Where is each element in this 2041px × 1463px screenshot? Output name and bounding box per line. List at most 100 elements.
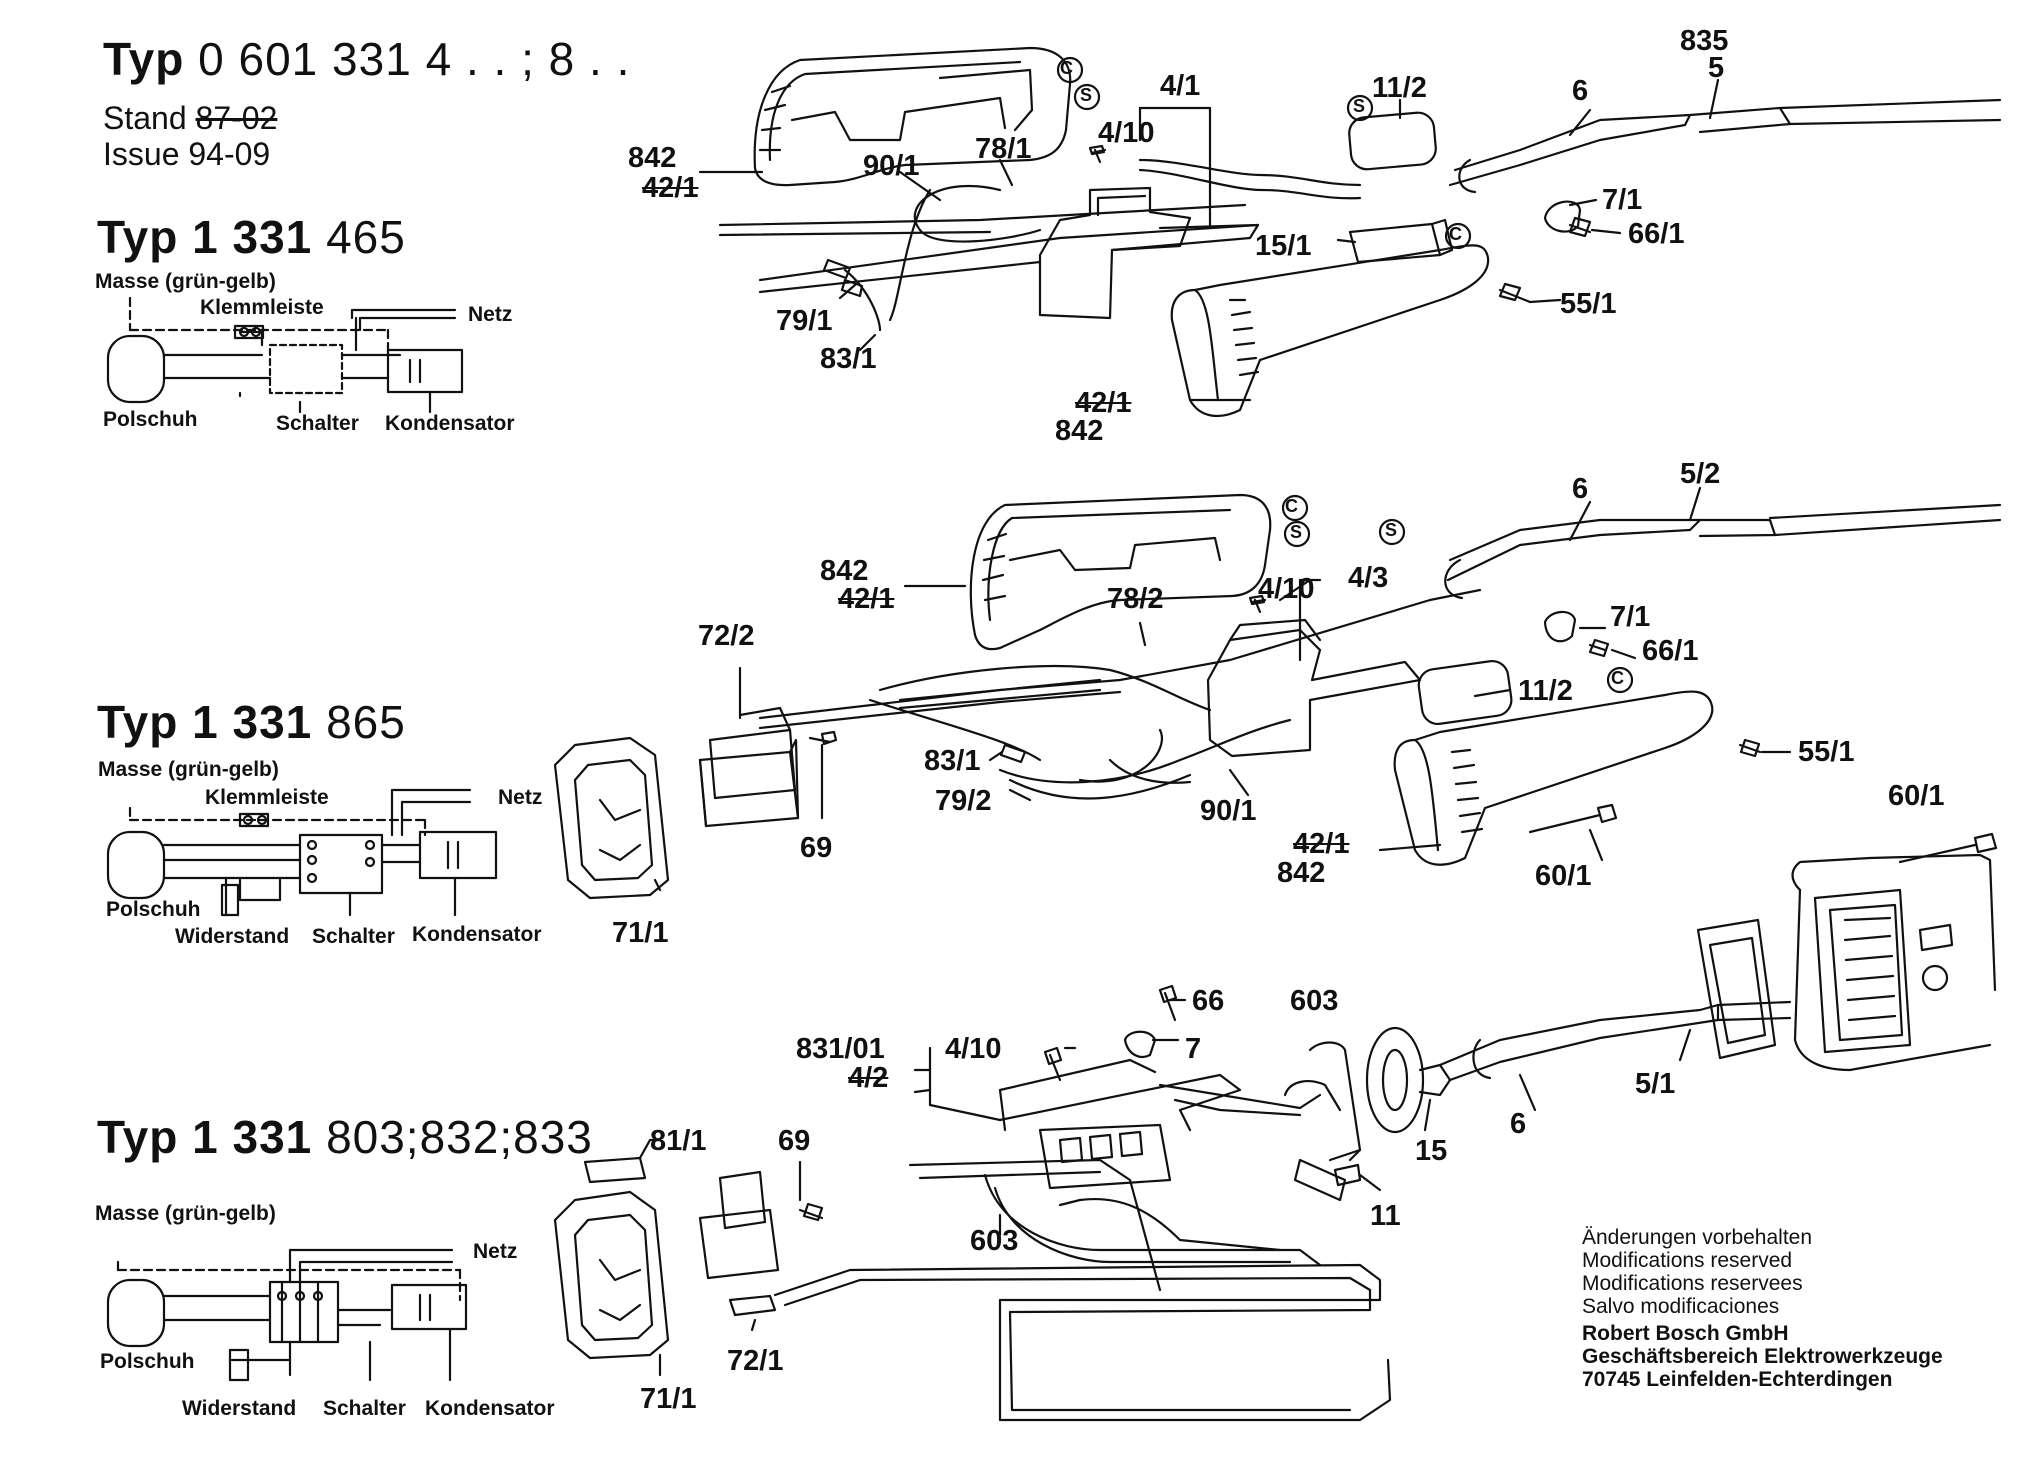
part-label: 5 <box>1708 52 1725 84</box>
part-label: 79/1 <box>776 305 833 337</box>
typ-prefix: 1 331 <box>192 696 313 748</box>
section-title-865: Typ 1 331 865 <box>97 695 406 749</box>
note-line: Modifications reservees <box>1582 1272 1803 1295</box>
label-klemmleiste: Klemmleiste <box>205 786 329 809</box>
part-label: 7 <box>1185 1033 1202 1065</box>
exploded-view-803 <box>553 984 1792 1422</box>
typ-prefix: 1 331 <box>192 1111 313 1163</box>
label-polschuh: Polschuh <box>100 1350 195 1373</box>
part-label: 603 <box>1290 985 1339 1017</box>
typ-suffix: 4 . . ; 8 . . <box>425 33 631 85</box>
part-label: 83/1 <box>924 745 981 777</box>
part-label: 6 <box>1572 75 1589 107</box>
exploded-view-465 <box>698 46 2002 418</box>
marker-s: S <box>1385 520 1398 540</box>
label-kondensator: Kondensator <box>425 1397 555 1420</box>
part-label: 78/2 <box>1107 583 1164 615</box>
issue-label: Issue <box>103 136 180 172</box>
part-label: 90/1 <box>863 150 920 182</box>
part-label: 842 <box>628 142 677 174</box>
part-label: 42/1 <box>1075 387 1132 419</box>
part-label: 7/1 <box>1610 601 1651 633</box>
company-division: Geschäftsbereich Elektrowerkzeuge <box>1582 1345 1943 1368</box>
marker-s: S <box>1080 85 1093 105</box>
part-label: 5/2 <box>1680 458 1721 490</box>
label-masse: Masse (grün-gelb) <box>95 1202 276 1225</box>
issue-value: 94-09 <box>188 136 271 172</box>
section-title-465: Typ 1 331 465 <box>97 210 406 264</box>
company-address: 70745 Leinfelden-Echterdingen <box>1582 1368 1893 1391</box>
modifications-note: Änderungen vorbehalten Modifications res… <box>1582 1226 1943 1391</box>
part-label: 15/1 <box>1255 230 1312 262</box>
part-label: 835 <box>1680 25 1729 57</box>
part-label: 60/1 <box>1888 780 1945 812</box>
part-label: 4/10 <box>1258 573 1315 605</box>
part-label: 4/10 <box>945 1033 1002 1065</box>
stand-value: 87-02 <box>195 100 278 136</box>
typ-word: Typ <box>97 211 179 263</box>
typ-number: 0 601 331 <box>198 33 412 85</box>
label-widerstand: Widerstand <box>175 925 290 948</box>
stand-label: Stand <box>103 100 187 136</box>
part-label: 66/1 <box>1628 218 1685 250</box>
part-label: 79/2 <box>935 785 992 817</box>
company-name: Robert Bosch GmbH <box>1582 1322 1789 1345</box>
label-klemmleiste: Klemmleiste <box>200 296 324 319</box>
marker-s: S <box>1353 96 1366 116</box>
issue-line: Issue 94-09 <box>103 136 270 172</box>
part-label: 42/1 <box>1293 828 1350 860</box>
part-label: 71/1 <box>640 1383 697 1415</box>
part-label: 83/1 <box>820 343 877 375</box>
part-label: 42/1 <box>838 583 895 615</box>
part-label: 11/2 <box>1518 675 1573 707</box>
circuit-diagram-865 <box>106 788 498 917</box>
label-kondensator: Kondensator <box>412 923 542 946</box>
label-netz: Netz <box>498 786 543 809</box>
marker-c: C <box>1611 668 1624 688</box>
part-label: 603 <box>970 1225 1019 1257</box>
main-type-title: Typ 0 601 331 4 . . ; 8 . . <box>103 32 630 86</box>
part-label: 4/2 <box>848 1062 889 1094</box>
part-label: 4/10 <box>1098 117 1155 149</box>
typ-variant: 865 <box>326 696 406 748</box>
marker-c: C <box>1449 224 1462 244</box>
typ-word: Typ <box>97 696 179 748</box>
label-kondensator: Kondensator <box>385 412 515 435</box>
typ-word: Typ <box>97 1111 179 1163</box>
marker-c: C <box>1285 496 1298 516</box>
part-label: 66 <box>1192 985 1225 1017</box>
typ-prefix: 1 331 <box>192 211 313 263</box>
part-label: 66/1 <box>1642 635 1699 667</box>
part-label: 69 <box>778 1125 811 1157</box>
typ-word: Typ <box>103 33 185 85</box>
label-netz: Netz <box>468 303 513 326</box>
label-schalter: Schalter <box>312 925 395 948</box>
label-netz: Netz <box>473 1240 518 1263</box>
part-label: 55/1 <box>1798 736 1855 768</box>
circuit-diagram-803 <box>106 1248 468 1382</box>
part-label: 5/1 <box>1635 1068 1676 1100</box>
part-label: 69 <box>800 832 833 864</box>
part-label: 11 <box>1370 1200 1401 1232</box>
typ-variant: 803;832;833 <box>326 1111 593 1163</box>
marker-s: S <box>1290 522 1303 542</box>
part-label: 6 <box>1510 1108 1527 1140</box>
typ-variant: 465 <box>326 211 406 263</box>
part-label: 15 <box>1415 1135 1448 1167</box>
label-masse: Masse (grün-gelb) <box>95 270 276 293</box>
part-label: 55/1 <box>1560 288 1617 320</box>
part-label: 60/1 <box>1535 860 1592 892</box>
part-label: 72/2 <box>698 620 755 652</box>
motor-housing-drawing <box>1696 832 1998 1072</box>
part-label: 42/1 <box>642 172 699 204</box>
part-label: 831/01 <box>796 1033 885 1065</box>
label-widerstand: Widerstand <box>182 1397 297 1420</box>
stand-line: Stand 87-02 <box>103 100 277 136</box>
part-label: 842 <box>1055 415 1104 447</box>
part-label: 78/1 <box>975 133 1032 165</box>
part-label: 4/3 <box>1348 562 1389 594</box>
section-title-803: Typ 1 331 803;832;833 <box>97 1110 593 1164</box>
marker-c: C <box>1060 58 1073 78</box>
part-label: 7/1 <box>1602 184 1643 216</box>
